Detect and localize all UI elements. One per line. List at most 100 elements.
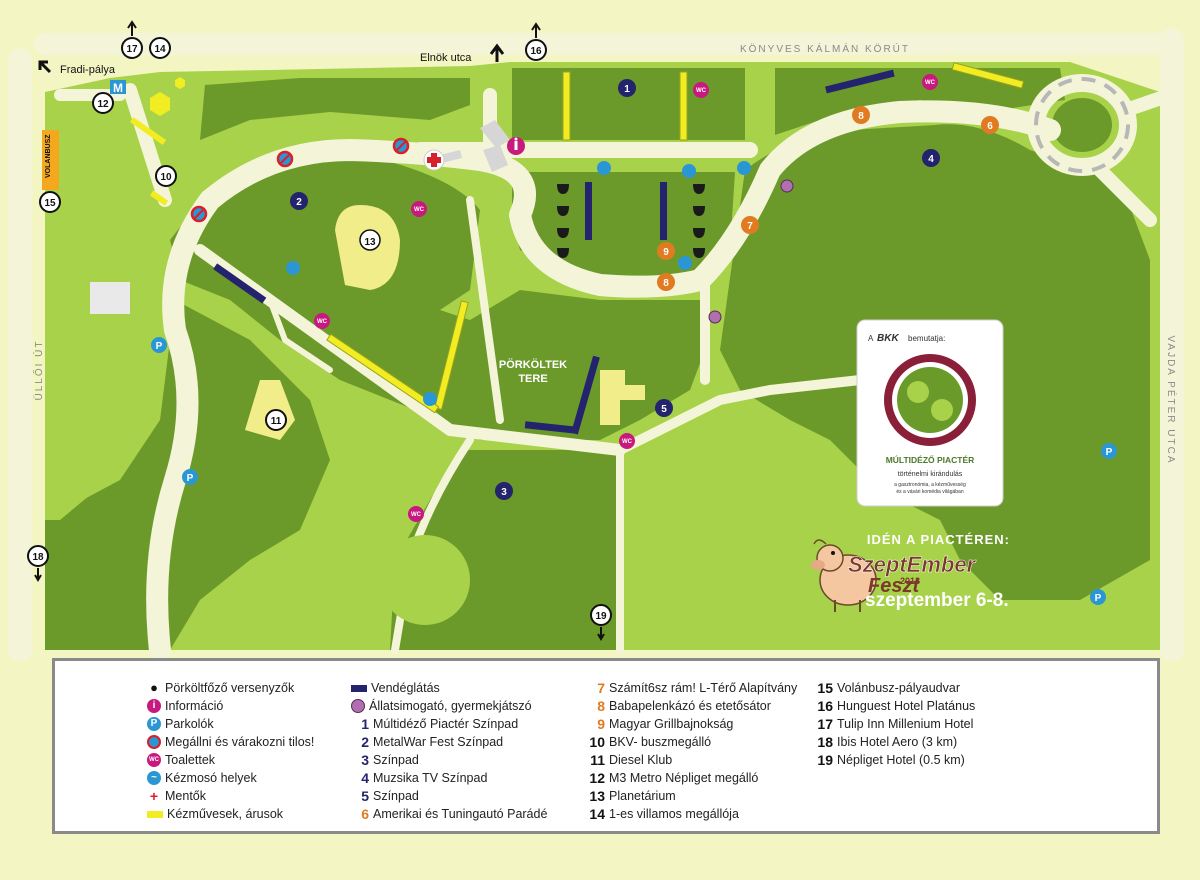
legend-label: Múltidéző Piactér Színpad	[373, 717, 519, 731]
legend-item: Vendéglátás	[351, 679, 547, 697]
svg-text:11: 11	[271, 416, 282, 427]
legend-number: 3	[361, 752, 369, 768]
promo-small2: és a vásári komédia világában	[896, 489, 963, 495]
legend-item: + Mentők	[147, 787, 314, 805]
toilet-icons	[314, 74, 938, 522]
legend-label: Vendéglátás	[371, 681, 440, 695]
legend-label: Megállni és várakozni tilos!	[165, 735, 315, 749]
pot-icons	[557, 184, 705, 258]
legend-label: M3 Metro Népliget megálló	[609, 771, 759, 785]
legend-item: ● Pörköltfőző versenyzők	[147, 679, 314, 697]
legend-number: 11	[590, 752, 605, 768]
svg-text:10: 10	[160, 172, 172, 183]
ambulance-icon	[423, 149, 445, 171]
hexagons	[150, 77, 185, 116]
volanbusz-sign	[42, 130, 59, 190]
arrows	[34, 20, 605, 641]
svg-text:4: 4	[928, 154, 934, 165]
bkk-logo: BKK	[877, 333, 899, 344]
parking-icons	[151, 337, 1117, 605]
legend-label: Hunguest Hotel Platánus	[837, 699, 976, 713]
svg-text:8: 8	[663, 278, 669, 289]
legend-number: 8	[597, 698, 605, 714]
svg-text:8: 8	[858, 111, 864, 122]
parking-icon: P	[147, 717, 161, 731]
grey-building	[61, 282, 470, 625]
legend-label: 1-es villamos megállója	[609, 807, 739, 821]
parking-label: P	[187, 473, 194, 484]
svg-text:2: 2	[296, 197, 302, 208]
legend-number: 1	[361, 716, 369, 732]
legend-label: Planetárium	[609, 789, 676, 803]
svg-text:18: 18	[32, 552, 44, 563]
legend-number: 7	[597, 680, 605, 696]
street-ulloi: ÜLLŐI ÚT	[31, 339, 45, 400]
stage-markers: 1 2 3 4 5	[290, 79, 940, 500]
legend-label: Kézművesek, árusok	[167, 807, 284, 821]
legend-item: 18 Ibis Hotel Aero (3 km)	[815, 733, 975, 751]
entrance-paths	[440, 120, 510, 172]
toilet-label: WC	[317, 319, 328, 325]
roundabout	[1034, 77, 1130, 173]
toilet-icon: WC	[147, 753, 161, 767]
promo-card	[856, 319, 1004, 507]
legend-label: Magyar Grillbajnokság	[609, 717, 734, 731]
legend-label: BKV- buszmegálló	[609, 735, 712, 749]
legend-item: 13 Planetárium	[587, 787, 797, 805]
toilet-label: WC	[411, 512, 422, 518]
metro-letter: M	[113, 81, 123, 95]
no-stopping-icons	[190, 137, 410, 223]
legend-label: Állatsimogató, gyermekjátszó	[369, 699, 532, 713]
fradi-palya-label: Fradi-pálya	[60, 64, 116, 76]
legend-label: Színpad	[373, 789, 419, 803]
fest-name-line2: Feszt	[868, 575, 920, 597]
svg-text:15: 15	[44, 198, 56, 209]
legend-label: Volánbusz-pályaudvar	[837, 681, 960, 695]
legend-number: 18	[817, 734, 833, 750]
svg-text:12: 12	[97, 99, 109, 110]
legend-label: Ibis Hotel Aero (3 km)	[837, 735, 958, 749]
legend-label: Amerikai és Tuningautó Parádé	[373, 807, 548, 821]
toilet-label: WC	[622, 439, 633, 445]
legend-item: 1 Múltidéző Piactér Színpad	[351, 715, 547, 733]
promo-small1: a gasztronómia, a kézművesség	[894, 482, 966, 488]
legend-number: 6	[361, 806, 369, 822]
park-map: 1 2 3 4 5 6 7 8 8 9 10 11 12 17 14 16 15…	[8, 20, 1184, 660]
info-icon	[507, 137, 525, 155]
legend-number: 19	[817, 752, 833, 768]
svg-text:5: 5	[661, 404, 667, 415]
svg-text:14: 14	[154, 44, 166, 55]
legend-number: 12	[589, 770, 605, 786]
svg-text:16: 16	[530, 46, 542, 57]
map-legend: ● Pörköltfőző versenyzők i Információ P …	[52, 658, 1160, 834]
legend-number: 2	[361, 734, 369, 750]
legend-label: Toalettek	[165, 753, 216, 767]
petting-zoo-icons	[708, 179, 794, 324]
legend-item: Megállni és várakozni tilos!	[147, 733, 314, 751]
legend-item: 6 Amerikai és Tuningautó Parádé	[351, 805, 547, 823]
legend-label: MetalWar Fest Színpad	[373, 735, 504, 749]
legend-label: Parkolók	[165, 717, 214, 731]
street-vajda-peter: VAJDA PÉTER UTCA	[1165, 335, 1178, 464]
legend-item: P Parkolók	[147, 715, 314, 733]
legend-label: Népliget Hotel (0.5 km)	[837, 753, 965, 767]
building-5	[600, 370, 645, 425]
parking-label: P	[1095, 593, 1102, 604]
craft-stalls	[129, 62, 1025, 414]
legend-item: Állatsimogató, gyermekjátszó	[351, 697, 547, 715]
legend-number: 17	[817, 716, 833, 732]
svg-text:17: 17	[126, 44, 138, 55]
fest-year: 2013	[900, 576, 920, 586]
legend-number: 13	[589, 788, 605, 804]
promo-title: MÚLTIDÉZŐ PIACTÉR	[886, 454, 975, 465]
